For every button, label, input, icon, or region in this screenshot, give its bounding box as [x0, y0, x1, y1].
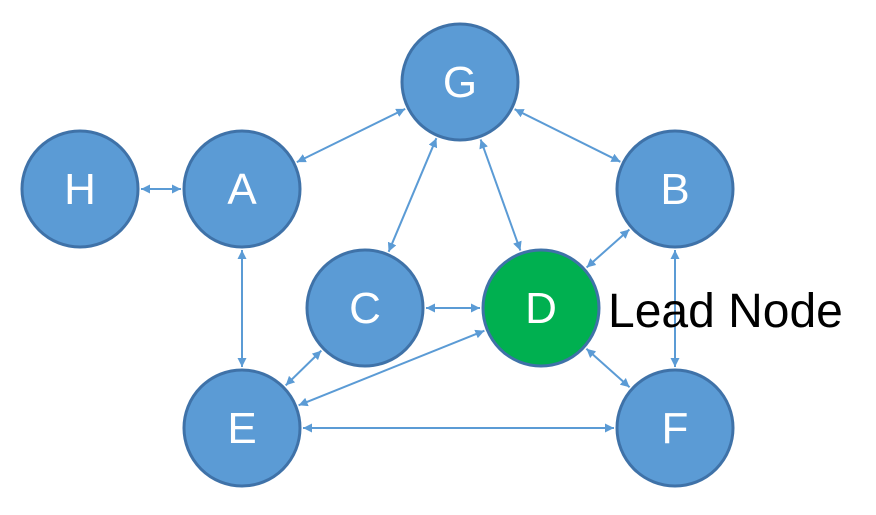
edge-d-f: [585, 347, 631, 389]
node-c: C: [305, 248, 425, 368]
node-b: B: [615, 129, 735, 249]
edges-layer: [141, 108, 680, 433]
node-circle: [481, 248, 601, 368]
node-label: D: [525, 284, 557, 333]
node-circle: [182, 368, 302, 488]
edge-d-e: [298, 329, 485, 407]
lead-node-d: D: [481, 248, 601, 368]
node-label: B: [660, 165, 689, 214]
edge-b-d: [585, 228, 631, 269]
node-label: H: [64, 165, 96, 214]
node-label: F: [662, 404, 689, 453]
node-circle: [305, 248, 425, 368]
node-circle: [20, 129, 140, 249]
edge-g-d: [479, 139, 522, 251]
edge-a-g: [296, 108, 406, 163]
node-f: F: [615, 368, 735, 488]
edge-g-b: [514, 108, 621, 163]
node-g: G: [400, 22, 520, 142]
node-e: E: [182, 368, 302, 488]
node-circle: [615, 129, 735, 249]
node-h: H: [20, 129, 140, 249]
lead-node-annotation: Lead Node: [608, 285, 843, 338]
node-label: E: [227, 404, 256, 453]
node-a: A: [182, 129, 302, 249]
edge-g-c: [387, 137, 438, 253]
node-circle: [182, 129, 302, 249]
node-circle: [400, 22, 520, 142]
edge-c-e: [285, 349, 322, 387]
nodes-layer: G H A B C D E F: [20, 22, 735, 488]
node-label: C: [349, 284, 381, 333]
node-label: A: [227, 165, 257, 214]
node-circle: [615, 368, 735, 488]
node-label: G: [443, 58, 477, 107]
